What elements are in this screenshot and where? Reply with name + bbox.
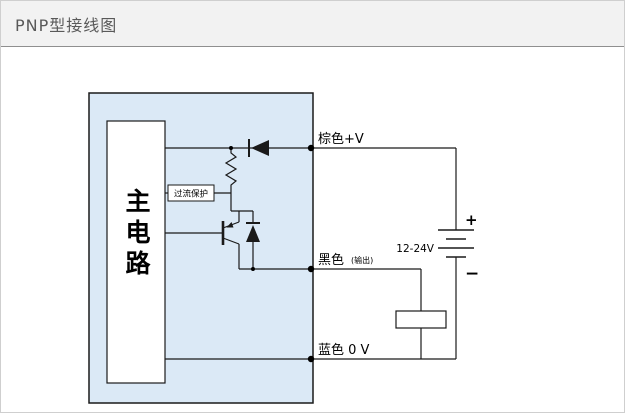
load-box [395,310,447,329]
voltage-label: 12-24V [396,243,435,255]
overcurrent-protection: 过流保护 [167,184,215,202]
overcurrent-box [167,184,215,202]
terminal-dot-brown [307,144,315,152]
battery-icon [438,229,474,258]
transistor-collector [222,237,240,245]
brown-wire-label: 棕色+V [318,131,364,147]
title-bar: PNP型接线图 [1,1,624,47]
protection-diode-triangle [246,225,260,242]
page-title: PNP型接线图 [15,15,118,35]
junction-dot-resistor [229,146,233,150]
black-wire-label: 黑色 [318,252,344,268]
series-diode-icon [248,139,269,157]
series-diode-triangle [251,140,269,156]
overcurrent-label: 过流保护 [174,189,208,200]
main-circuit-box [106,120,166,384]
terminal-dot-blue [307,355,315,363]
protection-diode-icon [246,222,260,242]
pnp-transistor-icon [221,221,240,245]
junction-dot-output [251,267,255,271]
plus-label: + [465,211,478,229]
terminal-dot-black [307,265,315,273]
minus-label: − [465,264,479,284]
black-wire-note: (输出) [351,255,373,265]
main-circuit-label: 主电路 [122,188,151,281]
resistor-symbol [224,148,238,211]
blue-wire-label: 蓝色 0 V [318,342,370,358]
transistor-arrow [226,222,234,228]
external-wires [420,148,457,359]
